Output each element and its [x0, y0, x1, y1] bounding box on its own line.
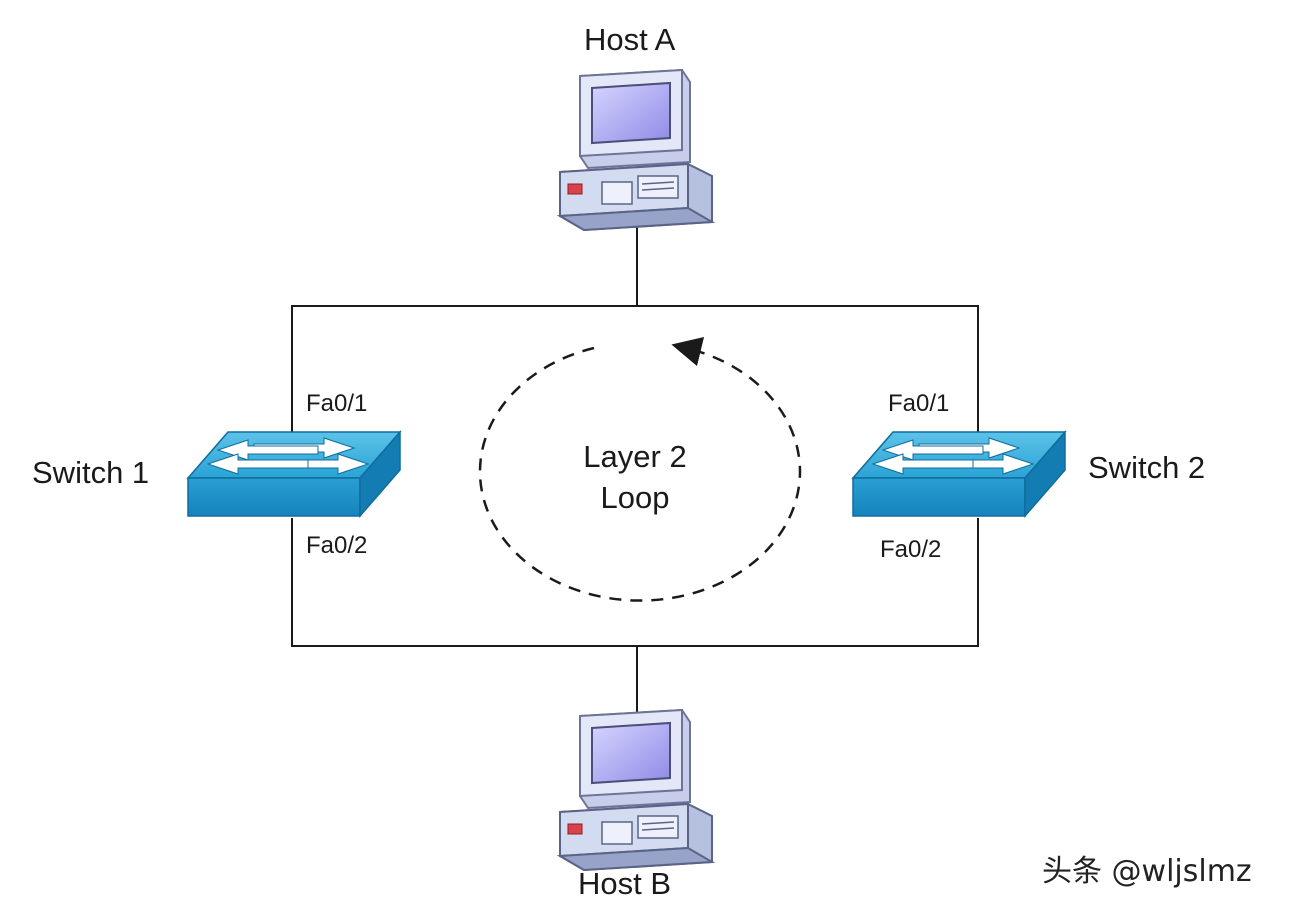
host-a-label: Host A [584, 22, 676, 57]
watermark: 头条 @wljslmz [1042, 854, 1252, 889]
host-a-computer-icon [559, 69, 713, 231]
switch-1-port-top: Fa0/1 [306, 390, 368, 417]
host-b-computer-icon [559, 709, 713, 871]
link-top-ring [291, 305, 979, 432]
host-b-label: Host B [578, 866, 672, 901]
switch-1-label: Switch 1 [32, 455, 150, 490]
loop-indicator [478, 336, 802, 602]
link-bottom-ring [291, 518, 979, 647]
link-lines [291, 218, 979, 722]
switch-2-icon [852, 431, 1066, 517]
switch-2-port-bottom: Fa0/2 [880, 536, 942, 563]
switch-2-port-top: Fa0/1 [888, 390, 950, 417]
loop-label-line1: Layer 2 [583, 439, 687, 474]
loop-label: Layer 2 Loop [560, 436, 710, 518]
switch-1-icon [187, 431, 401, 517]
switch-1-port-bottom: Fa0/2 [306, 532, 368, 559]
switch-2-label: Switch 2 [1088, 450, 1206, 485]
loop-label-line2: Loop [600, 480, 670, 515]
loop-circle [478, 336, 802, 602]
